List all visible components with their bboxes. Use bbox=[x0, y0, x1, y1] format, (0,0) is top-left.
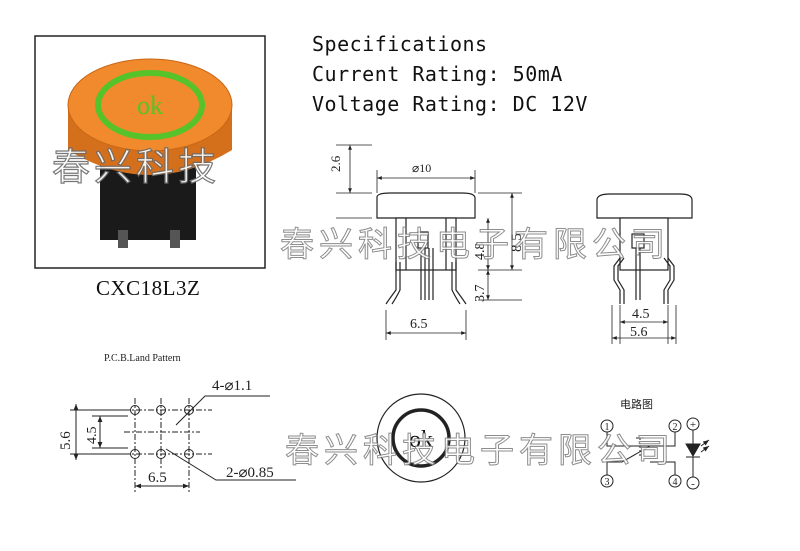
side-elevation bbox=[596, 193, 693, 304]
pcb-holes-large: 4-⌀1.1 bbox=[212, 378, 252, 394]
product-photo: ok 春兴科技 bbox=[34, 35, 266, 269]
dim-side-outer: 5.6 bbox=[630, 325, 648, 340]
pcb-width: 6.5 bbox=[148, 470, 167, 486]
dim-cap-diameter: ⌀10 bbox=[412, 161, 431, 175]
circuit-pin-3: 3 bbox=[605, 477, 610, 488]
front-dimensions bbox=[336, 144, 522, 340]
spec-voltage-rating: Voltage Rating: DC 12V bbox=[312, 92, 588, 116]
spec-current-rating: Current Rating: 50mA bbox=[312, 62, 563, 86]
pcb-holes-small: 2-⌀0.85 bbox=[226, 465, 274, 481]
circuit-pin-4: 4 bbox=[673, 477, 678, 488]
dim-pin-lower: 3.7 bbox=[473, 285, 488, 303]
circuit-plus: + bbox=[690, 419, 696, 431]
watermark-photo: 春兴科技 bbox=[52, 147, 220, 189]
pcb-height-inner: 4.5 bbox=[85, 427, 100, 445]
circuit-title: 电路图 bbox=[620, 398, 653, 411]
dim-body-height: 8.5 bbox=[509, 233, 525, 252]
top-view-ok-label: ok bbox=[409, 427, 433, 453]
side-dimensions bbox=[611, 305, 677, 344]
dim-side-inner: 4.5 bbox=[632, 307, 650, 322]
circuit-pin-2: 2 bbox=[673, 422, 678, 433]
dim-pin-upper: 4.8 bbox=[473, 243, 488, 261]
model-number: CXC18L3Z bbox=[96, 276, 201, 300]
circuit-diagram bbox=[600, 417, 710, 490]
top-view bbox=[376, 393, 466, 483]
cap-ok-label: ok bbox=[137, 91, 163, 120]
dim-cap-height: 2.6 bbox=[328, 155, 343, 172]
pcb-pattern bbox=[70, 395, 296, 492]
watermark-middle: 春兴科技电子有限公司 bbox=[280, 226, 670, 264]
dim-front-width: 6.5 bbox=[410, 317, 428, 332]
cap-ring bbox=[95, 70, 205, 140]
front-elevation bbox=[376, 192, 476, 305]
circuit-minus: - bbox=[691, 478, 695, 490]
circuit-pin-1: 1 bbox=[605, 422, 610, 433]
pcb-height-outer: 5.6 bbox=[58, 431, 74, 450]
spec-heading: Specifications bbox=[312, 32, 488, 56]
pcb-title: P.C.B.Land Pattern bbox=[104, 353, 181, 364]
watermark-bottom: 春兴科技电子有限公司 bbox=[285, 432, 675, 470]
